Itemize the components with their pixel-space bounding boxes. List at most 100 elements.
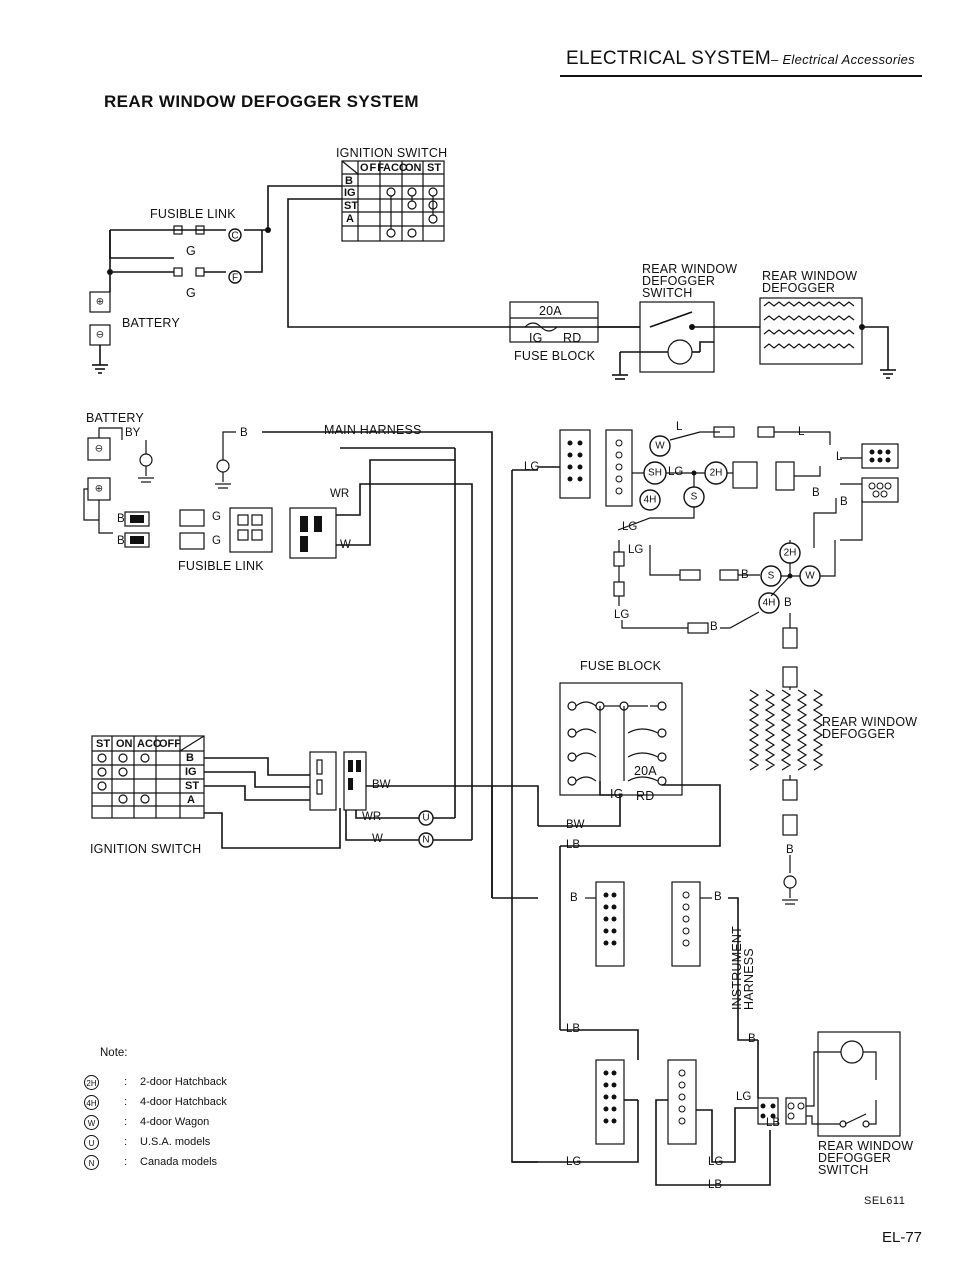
svg-text:F: F: [232, 273, 238, 284]
svg-text:W: W: [655, 441, 665, 452]
ign2-row-b: B: [186, 752, 194, 764]
g-wire-label-2: G: [186, 286, 196, 300]
harness-defogger-label: REAR WINDOW DEFOGGER: [822, 715, 918, 741]
note-item: 2H:2-door Hatchback: [84, 1075, 284, 1091]
svg-text:2H: 2H: [710, 468, 723, 479]
harness-ignition-switch-label: IGNITION SWITCH: [90, 842, 202, 856]
harness-fuse-amp: 20A: [634, 764, 657, 778]
page-title: REAR WINDOW DEFOGGER SYSTEM: [104, 92, 419, 111]
svg-text:W: W: [805, 571, 815, 582]
note-text: 2-door Hatchback: [140, 1076, 227, 1088]
svg-text:4H: 4H: [763, 598, 776, 609]
fuse-block-label-top: FUSE BLOCK: [514, 349, 596, 363]
wire-lg-left: LG: [524, 461, 540, 473]
wire-b-lower: B: [748, 1033, 756, 1045]
wire-g2: G: [212, 535, 221, 547]
ign2-row-ig: IG: [185, 766, 197, 778]
ignition-col-on: ON: [405, 162, 422, 174]
wire-g1: G: [212, 511, 221, 523]
ign2-col-on: ON: [116, 738, 133, 750]
wire-lg-bottom2: LG: [708, 1156, 724, 1168]
wire-b2: B: [117, 535, 125, 547]
ignition-col-acc: ACC: [383, 162, 407, 174]
note-colon: :: [124, 1096, 128, 1108]
wire-l-right1: L: [798, 426, 805, 438]
header-rule: [560, 75, 922, 77]
wire-w-n: W: [372, 833, 383, 845]
ignition-row-b: B: [345, 175, 353, 187]
wire-wr-u: WR: [362, 811, 382, 823]
svg-text:⊖: ⊖: [95, 444, 103, 455]
svg-text:2H: 2H: [784, 548, 797, 559]
note-item: N: Canada models: [84, 1155, 284, 1171]
wire-lg-a: LG: [622, 521, 638, 533]
wire-l-top: L: [676, 421, 683, 433]
defogger-switch-label: REAR WINDOW DEFOGGER SWITCH: [642, 262, 738, 300]
ignition-col-off: OFF: [360, 162, 385, 174]
wire-b1: B: [117, 513, 125, 525]
wire-b-s: B: [741, 569, 749, 581]
fuse-rd: RD: [563, 331, 582, 345]
fuse-amp: 20A: [539, 304, 562, 318]
harness-fuse-rd: RD: [636, 789, 655, 803]
wire-l-right2: L: [836, 451, 843, 463]
note-colon: :: [124, 1076, 128, 1088]
svg-text:SH: SH: [648, 468, 662, 479]
ign2-col-st: ST: [96, 738, 111, 750]
wire-lg-b: LG: [628, 544, 644, 556]
svg-text:⊕: ⊕: [96, 297, 104, 308]
wire-bw-right: BW: [566, 819, 585, 831]
fusible-link-label: FUSIBLE LINK: [150, 207, 236, 221]
ign2-row-st: ST: [185, 780, 200, 792]
svg-text:S: S: [691, 492, 698, 503]
note-text: Canada models: [140, 1156, 218, 1168]
note-text: 4-door Wagon: [140, 1116, 210, 1128]
svg-text:4H: 4H: [644, 495, 657, 506]
note-symbol: W: [84, 1115, 99, 1130]
section-title: ELECTRICAL SYSTEM: [566, 48, 771, 69]
harness-switch-label: REAR WINDOW DEFOGGER SWITCH: [818, 1139, 914, 1177]
subsection-title: – Electrical Accessories: [771, 52, 915, 67]
ignition-row-st: ST: [344, 200, 359, 212]
wire-lb-lower: LB: [566, 1023, 581, 1035]
note-colon: :: [124, 1156, 128, 1168]
g-wire-label-1: G: [186, 244, 196, 258]
ign2-col-acc: ACC: [137, 738, 161, 750]
note-text: U.S.A. models: [140, 1136, 211, 1148]
wire-b-top: B: [240, 427, 248, 439]
wire-lg-mid: LG: [668, 466, 684, 478]
ign2-row-a: A: [187, 794, 195, 806]
harness-fusible-link-label: FUSIBLE LINK: [178, 559, 264, 573]
page-number: EL-77: [882, 1229, 923, 1246]
wire-b-4h: B: [784, 597, 792, 609]
ignition-switch-label-top: IGNITION SWITCH: [336, 146, 448, 160]
note-symbol: N: [84, 1155, 99, 1170]
note-symbol: U: [84, 1135, 99, 1150]
wire-lb-lower2: LB: [766, 1117, 781, 1129]
fuse-ig: IG: [529, 331, 543, 345]
note-item: 4H:4-door Hatchback: [84, 1095, 284, 1111]
note-item: U: U.S.A. models: [84, 1135, 284, 1151]
wire-lb-bottom: LB: [708, 1179, 723, 1191]
wire-b-bottom: B: [710, 621, 718, 633]
note-item: W:4-door Wagon: [84, 1115, 284, 1131]
section-header: ELECTRICAL SYSTEM– Electrical Accessorie…: [566, 49, 915, 68]
note-colon: :: [124, 1116, 128, 1128]
wire-b-def: B: [786, 844, 794, 856]
wire-b-conn: B: [570, 892, 578, 904]
ign2-col-off: OFF: [159, 738, 181, 750]
wire-by: BY: [125, 427, 141, 439]
wire-b-r2: B: [840, 496, 848, 508]
ignition-row-ig: IG: [344, 187, 356, 199]
wire-b-conn2: B: [714, 891, 722, 903]
defogger-label: REAR WINDOW DEFOGGER: [762, 269, 858, 295]
figure-code: SEL611: [864, 1195, 906, 1207]
svg-text:⊖: ⊖: [96, 330, 104, 341]
note-symbol: 4H: [84, 1095, 99, 1110]
note-colon: :: [124, 1136, 128, 1148]
svg-text:U: U: [422, 813, 429, 824]
wire-lb-right: LB: [566, 839, 581, 851]
wire-w: W: [340, 539, 351, 551]
